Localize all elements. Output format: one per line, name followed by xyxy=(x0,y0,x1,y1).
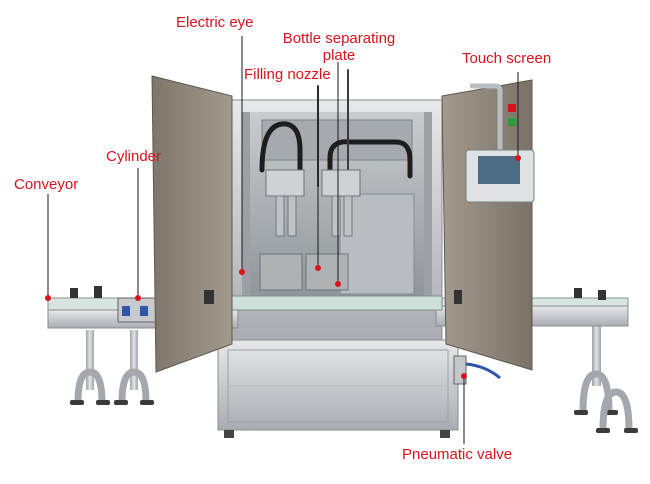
left-conveyor-stand xyxy=(70,330,154,405)
marker-bottle-separating-plate xyxy=(335,281,341,287)
marker-touch-screen xyxy=(515,155,521,161)
leader-lines xyxy=(47,36,519,444)
label-electric-eye: Electric eye xyxy=(176,14,254,31)
marker-cylinder xyxy=(135,295,141,301)
marker-filling-nozzle xyxy=(315,265,321,271)
right-conveyor-stand xyxy=(574,326,638,433)
marker-electric-eye xyxy=(239,269,245,275)
label-filling-nozzle: Filling nozzle xyxy=(244,66,331,83)
label-conveyor: Conveyor xyxy=(14,176,79,193)
cylinder-block xyxy=(117,297,157,323)
label-bottle-separating-plate: Bottle separating plate xyxy=(274,30,404,64)
filling-nozzle-assembly xyxy=(259,169,361,291)
machine-base-cabinet xyxy=(217,339,459,438)
touch-screen-panel xyxy=(465,83,535,203)
label-cylinder: Cylinder xyxy=(106,148,162,165)
marker-pneumatic-valve xyxy=(461,373,467,379)
left-door xyxy=(151,75,233,373)
label-bottle-separating-line2: plate xyxy=(322,47,356,64)
label-pneumatic-valve: Pneumatic valve xyxy=(402,446,513,463)
pneumatic-valve xyxy=(453,355,501,385)
marker-conveyor xyxy=(45,295,51,301)
label-bottle-separating-line1: Bottle separating xyxy=(282,30,396,47)
label-touch-screen: Touch screen xyxy=(462,50,552,67)
marker-dots xyxy=(45,155,521,379)
